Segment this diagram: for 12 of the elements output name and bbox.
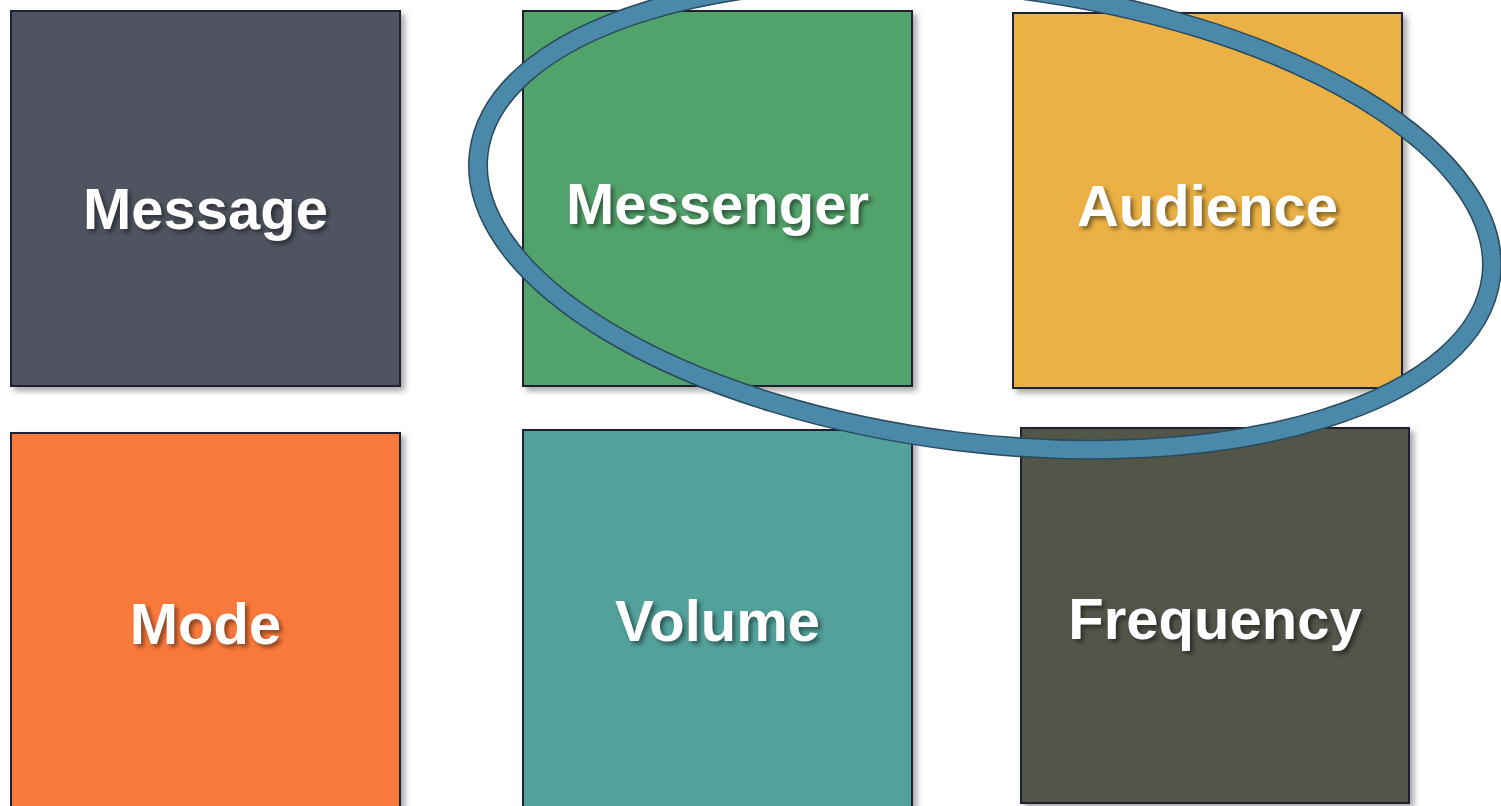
category-box (10, 10, 401, 387)
category-box (10, 432, 401, 806)
category-box (522, 10, 913, 387)
box-label: Mode (128, 590, 283, 657)
box-label: Audience (1075, 172, 1340, 239)
category-box (1012, 12, 1403, 389)
category-box (1020, 427, 1410, 804)
category-box (522, 429, 913, 806)
box-label: Message (82, 175, 329, 242)
box-label: Volume (613, 587, 822, 654)
box-label: Frequency (1067, 585, 1363, 652)
box-label: Messenger (565, 170, 870, 237)
